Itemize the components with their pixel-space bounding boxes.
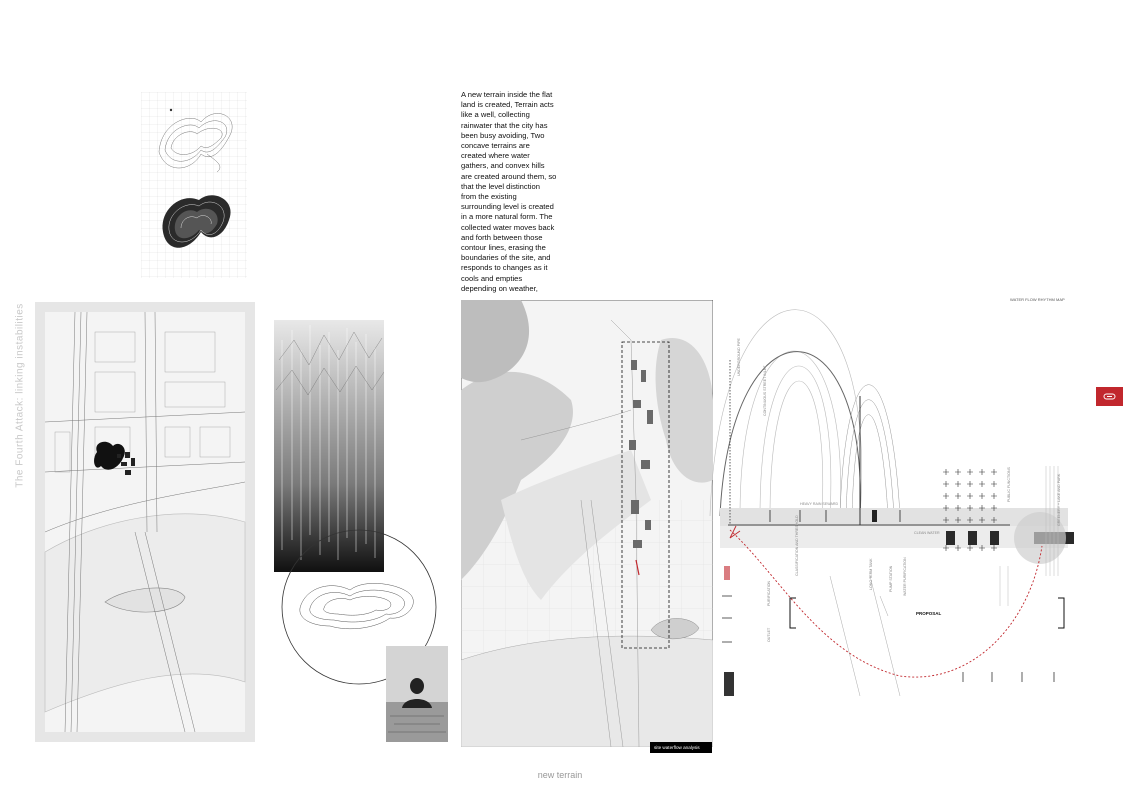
label-clean-water: CLEAN WATER — [914, 531, 940, 535]
person-in-water-photo — [386, 646, 448, 742]
link-icon — [1103, 393, 1116, 400]
label-greenery: GREENERY + LAKE AND PARK — [1057, 473, 1061, 526]
terrain-circle-sketch — [281, 529, 437, 685]
label-underground-pipe: UNDERGROUND PIPE — [737, 337, 741, 376]
page-tab[interactable] — [1096, 387, 1123, 406]
label-pump-station: PUMP STATION — [889, 565, 893, 592]
proposal-label: PROPOSAL — [916, 611, 942, 616]
label-street-inlet: CONTINUOUS STREET INLET — [763, 365, 767, 416]
label-water-purification: WATER PURIFICATION — [903, 557, 907, 596]
site-caption: site waterflow analysis — [650, 742, 712, 753]
label-classification: CLASSIFICATION AND THRESHOLD — [795, 515, 799, 576]
bottom-title: new terrain — [537, 770, 583, 780]
label-heavy-rain: HEAVY RAIN SEWARD — [800, 502, 838, 506]
site-waterflow-map — [461, 300, 713, 747]
label-public-functions: PUBLIC FUNCTIONS — [1007, 466, 1011, 502]
intro-paragraph: A new terrain inside the flat land is cr… — [461, 90, 557, 293]
contour-grid-study — [141, 92, 247, 278]
urban-site-map — [35, 302, 255, 742]
flow-map-title: WATER FLOW RHYTHM MAP — [1010, 297, 1065, 302]
side-title: The Fourth Attack: linking instabilities — [14, 303, 26, 488]
forest-photo — [274, 320, 384, 572]
label-outlet: OUTLET — [767, 627, 771, 642]
water-flow-rhythm-diagram: HEAVY RAIN SEWARD CLEAN WATER UNDERGROUN… — [709, 309, 1074, 696]
label-purification: PURIFICATION — [767, 581, 771, 606]
label-long-term-tank: LONG TERM TANK — [869, 558, 873, 590]
